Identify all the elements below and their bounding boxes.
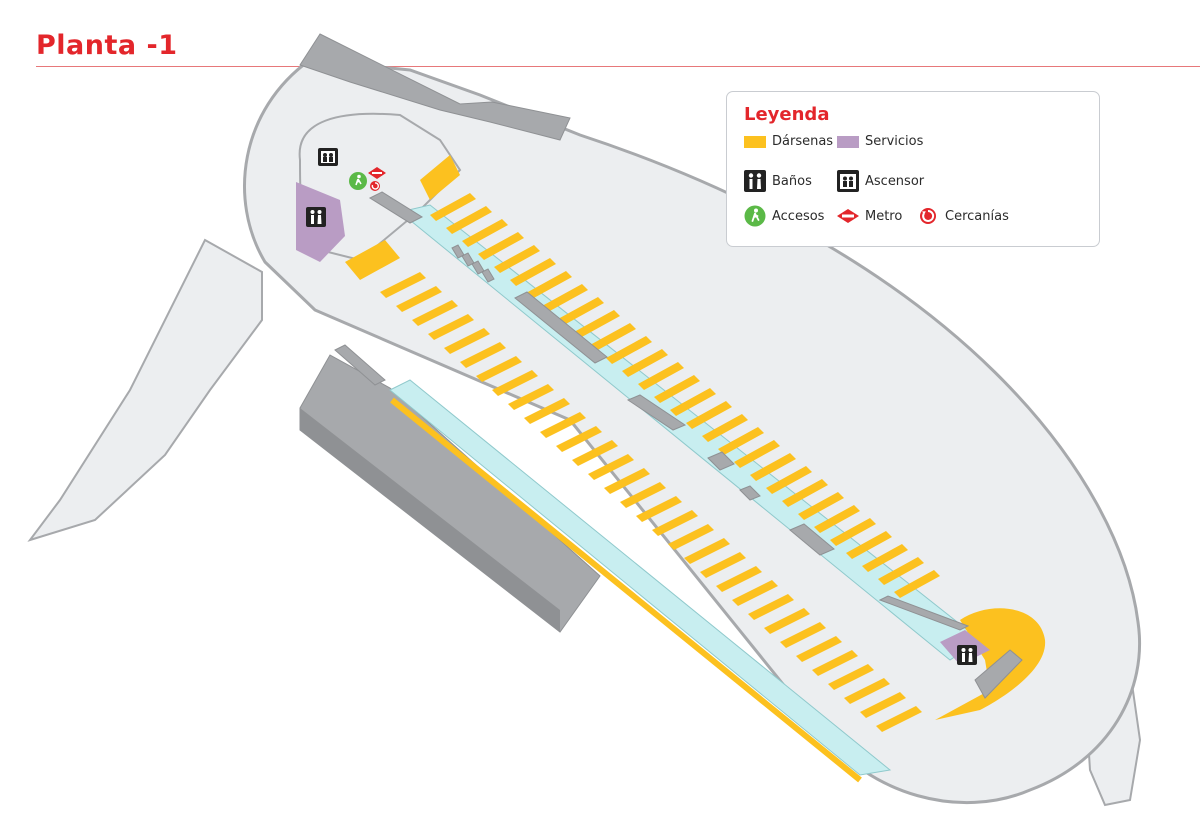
access-icon: [744, 205, 766, 227]
legend-item-metro: Metro: [837, 205, 902, 227]
legend-item-darsenas: Dársenas: [744, 134, 833, 149]
title-divider: [36, 66, 1200, 67]
legend-label-cercanias: Cercanías: [945, 208, 1009, 224]
metro-icon: [837, 205, 859, 227]
map-elevator-icon: [318, 148, 338, 166]
escalators: [334, 191, 970, 631]
legend-label-accesos: Accesos: [772, 208, 825, 224]
map-restroom-icon-east: [957, 645, 977, 665]
legend-item-servicios: Servicios: [837, 134, 923, 149]
legend-title: Leyenda: [744, 104, 830, 125]
darsenas-swatch: [744, 135, 766, 148]
east-building: [974, 649, 1023, 699]
page-title: Planta -1: [36, 30, 178, 61]
access-ramp-west: [27, 238, 263, 542]
map-cercanias-icon: [370, 181, 380, 191]
servicios-swatch: [837, 135, 859, 148]
north-wall: [299, 33, 571, 141]
map-restroom-icon: [306, 207, 326, 227]
map-access-icon: [349, 172, 367, 190]
darsena-corner-north: [420, 155, 460, 200]
darsena-corner-hall: [345, 240, 400, 280]
legend-label-metro: Metro: [865, 208, 903, 224]
darsena-corner-east: [935, 608, 1046, 720]
restroom-icon: [744, 170, 766, 192]
legend-label-servicios: Servicios: [865, 134, 924, 149]
legend-label-ascensor: Ascensor: [865, 173, 925, 189]
elevator-icon: [837, 170, 859, 192]
legend-label-darsenas: Dársenas: [772, 134, 834, 149]
kiosks: [451, 244, 835, 556]
legend-item-cercanias: Cercanías: [917, 205, 1009, 227]
map-metro-icon: [368, 167, 386, 179]
darsenas-south-row: [380, 272, 922, 732]
legend-item-ascensor: Ascensor: [837, 170, 924, 192]
legend-panel: Leyenda Dársenas Servicios Baños Ascenso…: [726, 91, 1100, 247]
legend-label-banos: Baños: [772, 173, 812, 189]
legend-item-banos: Baños: [744, 170, 812, 192]
south-walkway: [389, 379, 892, 776]
darsenas-north-row: [430, 193, 940, 598]
cercanias-icon: [917, 205, 939, 227]
legend-item-accesos: Accesos: [744, 205, 824, 227]
